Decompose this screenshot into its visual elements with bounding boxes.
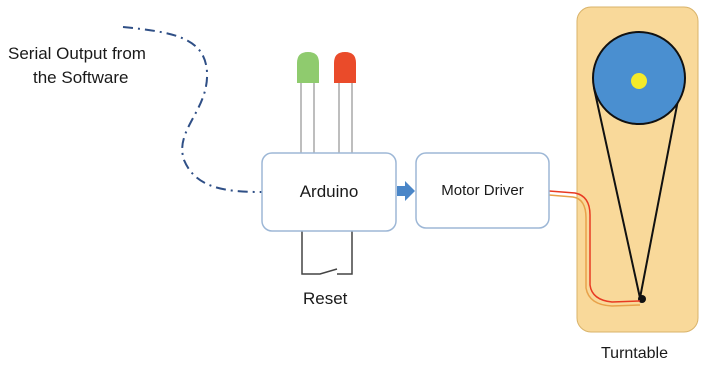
serial-output-label: Serial Output from the Software (8, 42, 146, 90)
led-red (334, 52, 356, 83)
serial-line (122, 26, 263, 193)
arduino-box (261, 152, 397, 232)
reset-switch (301, 231, 353, 275)
motor-driver-label: Motor Driver (441, 182, 524, 199)
arduino-label: Arduino (299, 182, 359, 201)
motor-driver-box (415, 152, 550, 229)
reset-label: Reset (303, 289, 348, 308)
turntable-spindle (631, 73, 647, 89)
motor-wire-red (548, 190, 641, 303)
motor-wire-orange (548, 194, 641, 307)
serial-output-line-1: Serial Output from (8, 44, 146, 63)
led-green (297, 52, 319, 83)
serial-output-line-2: the Software (33, 68, 129, 87)
arrow-right-icon (397, 181, 415, 201)
motor-pulley (638, 295, 646, 303)
turntable-label: Turntable (601, 345, 668, 362)
led-legs (300, 80, 353, 154)
